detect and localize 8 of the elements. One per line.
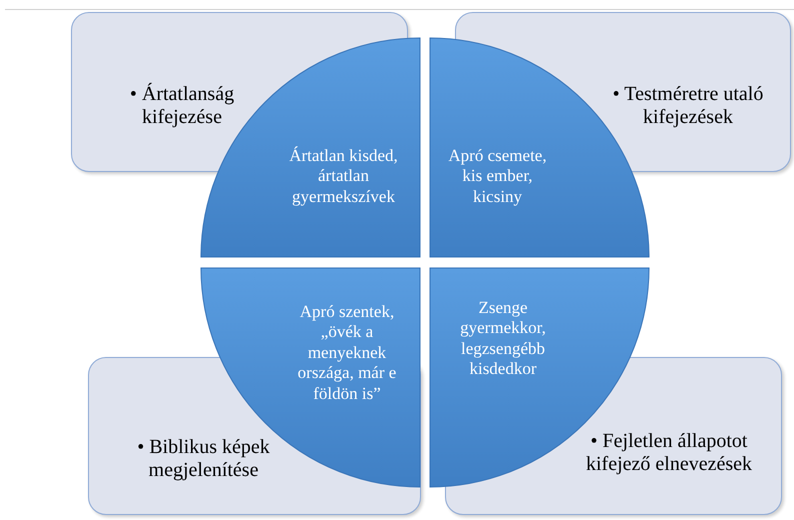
category-text: • Testméretre utaló kifejezések <box>612 83 764 129</box>
segment-text: Zsenge gyermekkor, legzsengébb kisdedkor <box>459 298 547 380</box>
segment-text: Ártatlan kisded, ártatlan gyermekszívek <box>288 146 399 208</box>
segment-text: Apró csemete, kis ember, kicsiny <box>447 146 548 208</box>
category-text: • Ártatlanság kifejezése <box>128 83 236 129</box>
segment-text: Apró szentek, „övék a menyeknek országa, már e földön is” <box>296 302 398 404</box>
category-text: • Fejletlen állapotot kifejező elnevezések <box>584 430 753 476</box>
category-text: • Biblikus képek megjelenítése <box>136 436 271 482</box>
